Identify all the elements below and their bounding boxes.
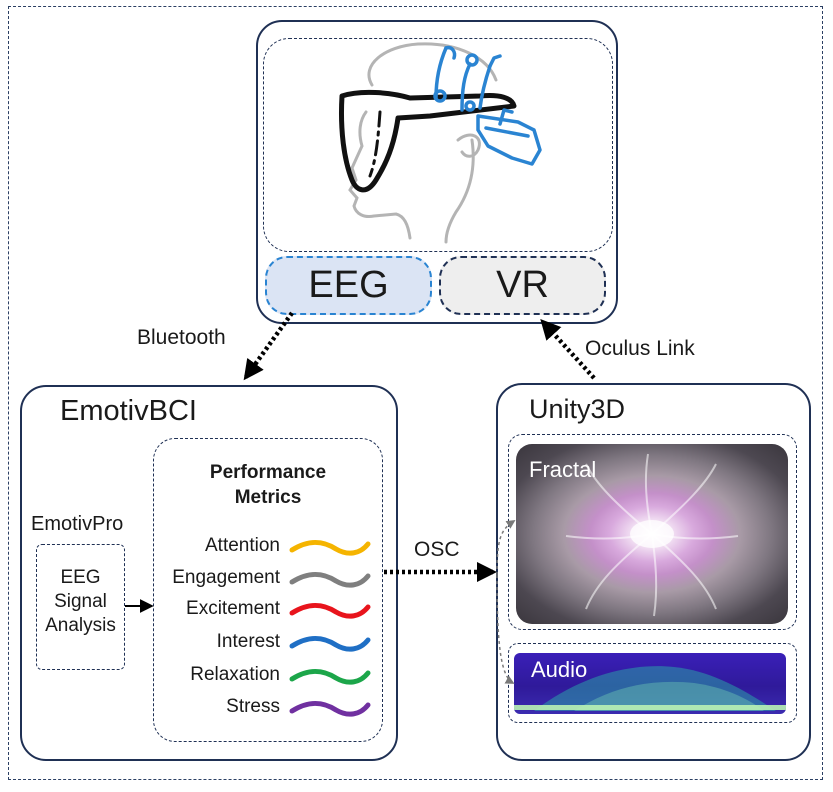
metric-relaxation-label: Relaxation bbox=[190, 664, 280, 685]
metric-labels: Attention Engagement Excitement Interest… bbox=[140, 0, 280, 792]
performance-metrics-title: Performance Metrics bbox=[153, 460, 383, 510]
fractal-visual bbox=[516, 444, 788, 624]
emotivpro-label: EmotivPro bbox=[31, 513, 124, 535]
eeg-signal-analysis-box bbox=[36, 544, 125, 670]
wave-stress bbox=[289, 700, 371, 717]
analysis-line-1: EEG bbox=[60, 567, 101, 588]
wave-excitement bbox=[289, 602, 371, 619]
metric-attention-label: Attention bbox=[205, 535, 280, 556]
fractal-frame bbox=[508, 434, 797, 630]
metric-stress-label: Stress bbox=[226, 696, 280, 717]
metric-excitement-label: Excitement bbox=[186, 598, 280, 619]
wave-engagement bbox=[289, 571, 371, 588]
vr-label: VR bbox=[496, 264, 549, 306]
osc-label: OSC bbox=[414, 538, 460, 561]
eeg-label: EEG bbox=[308, 264, 389, 306]
head-outline-icon bbox=[348, 42, 498, 244]
vr-module bbox=[439, 256, 606, 315]
fractal-petals bbox=[565, 453, 739, 617]
wave-interest bbox=[289, 635, 371, 652]
headset-illustration-frame bbox=[263, 38, 613, 252]
oculus-link-label: Oculus Link bbox=[585, 337, 695, 360]
eeg-headset-icon bbox=[433, 45, 542, 166]
eeg-module bbox=[265, 256, 432, 315]
wave-relaxation bbox=[289, 668, 371, 685]
bluetooth-arrow bbox=[243, 311, 294, 381]
wave-attention bbox=[289, 539, 371, 556]
audio-label: Audio bbox=[531, 657, 588, 682]
vr-goggles-icon bbox=[339, 89, 517, 193]
performance-metrics-box bbox=[153, 438, 383, 742]
diagram-frame bbox=[8, 6, 823, 780]
audio-spectrogram bbox=[514, 666, 786, 711]
eeg-signal-analysis-text: EEG Signal Analysis bbox=[36, 566, 125, 638]
analysis-line-3: Analysis bbox=[45, 615, 116, 636]
emotivbci-title: EmotivBCI bbox=[60, 395, 197, 427]
unity3d-title: Unity3D bbox=[529, 394, 626, 424]
metrics-title-line-2: Metrics bbox=[234, 487, 302, 508]
osc-to-audio-arrow bbox=[496, 574, 515, 684]
bluetooth-label: Bluetooth bbox=[137, 326, 226, 349]
metric-interest-label: Interest bbox=[216, 631, 280, 652]
osc-to-fractal-arrow bbox=[496, 520, 516, 576]
metric-engagement-label: Engagement bbox=[172, 567, 280, 588]
oculus-link-arrow bbox=[540, 319, 596, 380]
analysis-line-2: Signal bbox=[54, 591, 107, 612]
metrics-title-line-1: Performance bbox=[209, 462, 327, 483]
audio-visual bbox=[514, 653, 786, 714]
fractal-label: Fractal bbox=[529, 457, 597, 482]
emotivbci-panel bbox=[20, 385, 398, 761]
